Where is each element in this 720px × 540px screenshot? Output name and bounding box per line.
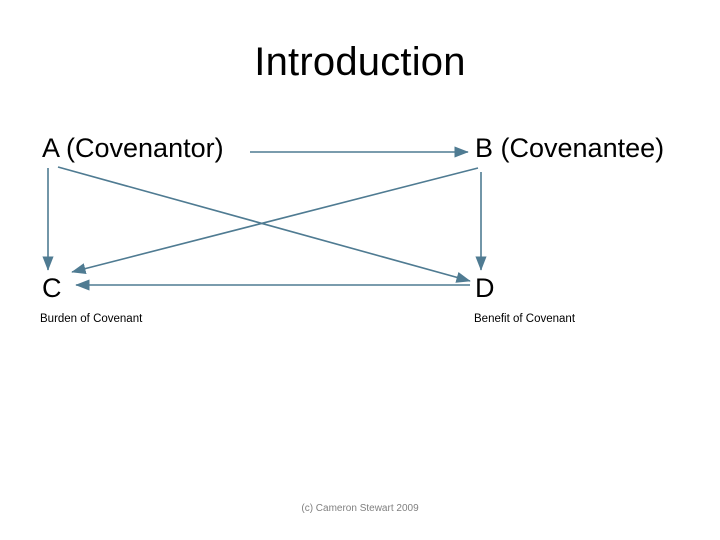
diagram-node-a: A (Covenantor): [42, 133, 224, 163]
diagram-node-d: D: [475, 273, 495, 303]
diagram-node-c-caption: Burden of Covenant: [40, 313, 143, 325]
page-title: Introduction: [254, 40, 466, 84]
edge-a-to-d: [57, 166, 471, 283]
diagram-node-d-caption: Benefit of Covenant: [474, 313, 576, 325]
edge-b-to-c: [71, 167, 479, 275]
diagram-node-c: C: [42, 273, 62, 303]
diagram-node-b: B (Covenantee): [475, 133, 665, 163]
footer-credit: (c) Cameron Stewart 2009: [301, 503, 419, 514]
